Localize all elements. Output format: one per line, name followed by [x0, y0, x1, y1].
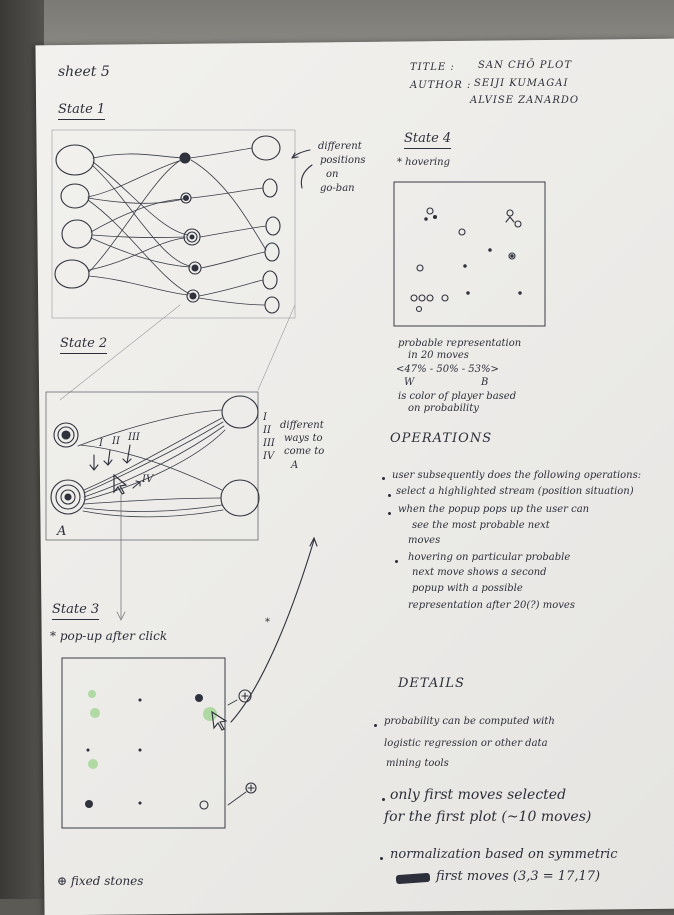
state3-heading: State 3	[52, 602, 100, 620]
state2-note-line: ways to	[284, 433, 323, 444]
details-item: normalization based on symmetric	[390, 847, 618, 862]
state2-roman-label: IV	[263, 451, 275, 462]
state4-caption-line: W B	[404, 377, 489, 388]
state1-node	[61, 219, 93, 249]
state2-roman-label: II	[112, 436, 120, 447]
operations-item: popup with a possible	[412, 583, 523, 594]
state2-note-line: come to	[284, 446, 325, 457]
state1-node	[264, 242, 280, 262]
state1-heading: State 1	[58, 102, 106, 120]
author-name: SEIJI KUMAGAI	[474, 78, 569, 89]
state4-note: * hovering	[397, 157, 451, 168]
details-item: first moves (3,3 = 17,17)	[436, 869, 601, 884]
state2-roman-label: I	[263, 412, 267, 423]
state1-node	[264, 296, 280, 314]
state4-caption-line: on probability	[408, 403, 479, 414]
details-item: only first moves selected	[390, 787, 567, 803]
asterisk-mark: *	[265, 617, 270, 628]
state2-node	[221, 395, 259, 429]
state1-node	[60, 183, 90, 209]
author-label: AUTHOR :	[410, 80, 472, 91]
state2-roman-label: II	[263, 425, 271, 436]
author-name: ALVISE ZANARDO	[470, 95, 580, 106]
state4-caption-line: in 20 moves	[408, 350, 469, 361]
state4-heading: State 4	[404, 131, 452, 149]
bullet	[388, 494, 391, 497]
details-item: mining tools	[386, 758, 449, 769]
state1-note-line: different	[318, 141, 362, 152]
title-value: SAN CHŌ PLOT	[478, 60, 572, 71]
state2-note-line: different	[280, 420, 324, 431]
operations-item: see the most probable next	[412, 520, 550, 531]
operations-item: select a highlighted stream (position si…	[396, 486, 634, 497]
state4-caption-line: probable representation	[398, 338, 522, 349]
state1-note-line: on	[326, 169, 339, 180]
state2-stone	[53, 422, 79, 448]
details-item: logistic regression or other data	[384, 738, 548, 749]
state4-caption-line: <47% - 50% - 53%>	[396, 364, 499, 375]
bullet	[395, 560, 398, 563]
title-label: TITLE :	[410, 62, 455, 73]
operations-heading: OPERATIONS	[390, 431, 493, 446]
bullet	[388, 512, 391, 515]
operations-item: moves	[408, 535, 441, 546]
state1-node	[265, 216, 281, 236]
details-item: probability can be computed with	[384, 716, 555, 727]
state1-note-line: go-ban	[320, 183, 355, 194]
state1-stone-cluster	[179, 152, 202, 303]
operations-item: user subsequently does the following ope…	[392, 470, 642, 481]
bullet	[382, 477, 385, 480]
state1-node	[262, 178, 278, 198]
operations-item: representation after 20(?) moves	[408, 600, 575, 611]
details-item: for the first plot (~10 moves)	[384, 809, 592, 825]
state1-node	[251, 135, 281, 161]
state4-caption-line: is color of player based	[398, 391, 517, 402]
state1-node	[54, 259, 90, 289]
state3-footer: ⊕ fixed stones	[57, 874, 144, 888]
state2-roman-label: I	[99, 438, 103, 449]
state2-heading: State 2	[60, 336, 108, 354]
state2-label-a: A	[57, 524, 67, 539]
state1-note-line: positions	[320, 155, 366, 166]
state2-roman-label: III	[263, 438, 275, 449]
state4-diagram	[393, 181, 546, 327]
state3-diagram	[61, 536, 318, 829]
state3-note: * pop-up after click	[50, 629, 168, 643]
bullet	[374, 724, 377, 727]
state2-diagram	[45, 391, 260, 621]
bullet	[382, 798, 385, 801]
state2-roman-label: IV	[142, 474, 154, 485]
operations-item: hovering on particular probable	[408, 552, 571, 563]
state1-node	[55, 144, 95, 176]
bullet	[380, 857, 383, 860]
state2-node	[220, 479, 260, 517]
sheet-label: sheet 5	[58, 64, 110, 80]
details-heading: DETAILS	[398, 676, 465, 691]
operations-item: next move shows a second	[412, 567, 547, 578]
state1-node	[262, 270, 278, 290]
state2-roman-label: III	[128, 432, 140, 443]
state1-diagram	[51, 129, 313, 319]
state2-note-line: A	[291, 460, 299, 471]
operations-item: when the popup pops up the user can	[398, 504, 590, 515]
